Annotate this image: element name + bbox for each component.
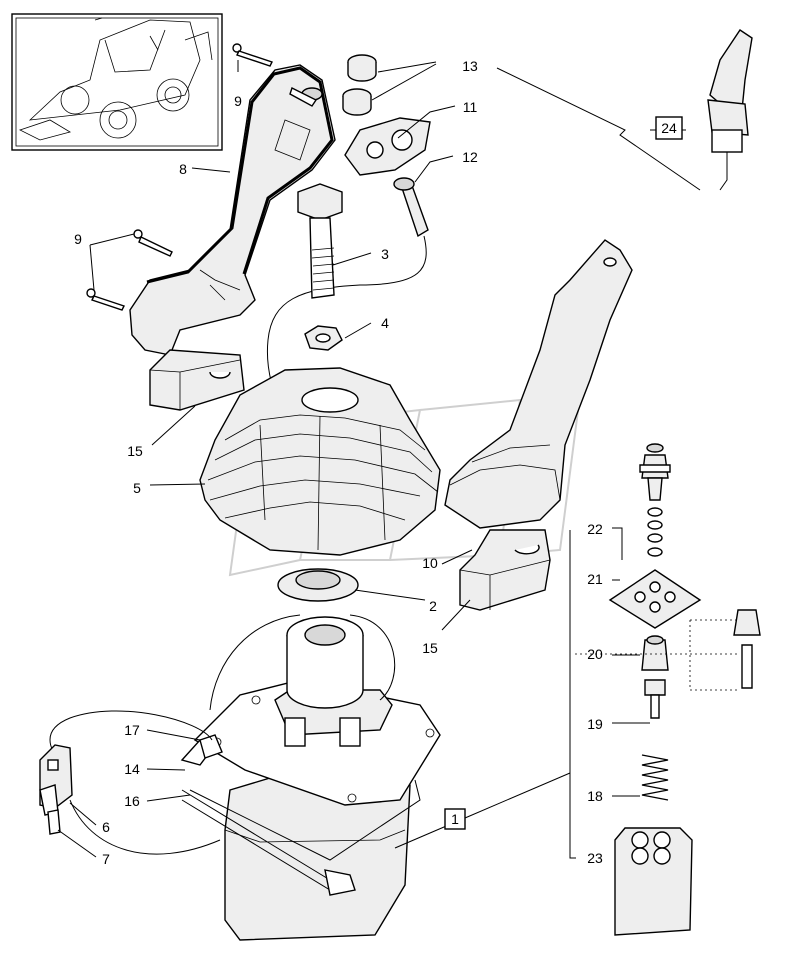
label-24: 24 bbox=[661, 120, 677, 136]
seal-rings-22 bbox=[647, 507, 663, 557]
label-19: 19 bbox=[587, 716, 603, 732]
box-1 bbox=[444, 808, 466, 830]
washer-2 bbox=[277, 568, 359, 602]
label-10: 10 bbox=[422, 555, 438, 571]
wiring-harness bbox=[49, 710, 421, 896]
screw-9-top bbox=[232, 43, 273, 67]
plate-21 bbox=[608, 569, 702, 629]
backhoe-loader-inset bbox=[11, 13, 223, 151]
label-15-left: 15 bbox=[127, 443, 143, 459]
label-23: 23 bbox=[587, 850, 603, 866]
spring-18 bbox=[641, 754, 669, 801]
label-11: 11 bbox=[463, 99, 478, 115]
handle-half-10 bbox=[444, 239, 633, 529]
label-1: 1 bbox=[451, 811, 459, 827]
block-15-left bbox=[149, 349, 245, 411]
bolt-3 bbox=[297, 183, 343, 299]
valve-body-1 bbox=[193, 614, 441, 941]
label-20: 20 bbox=[587, 646, 603, 662]
label-8: 8 bbox=[179, 161, 187, 177]
label-7: 7 bbox=[102, 851, 110, 867]
cap-13-a bbox=[347, 54, 377, 82]
label-4: 4 bbox=[381, 315, 389, 331]
boxed-labels: 24 1 bbox=[444, 116, 683, 830]
guide-block-23 bbox=[614, 827, 693, 936]
label-9-mid: 9 bbox=[74, 231, 82, 247]
label-5: 5 bbox=[133, 480, 141, 496]
plunger-20 bbox=[641, 635, 669, 671]
label-14: 14 bbox=[124, 761, 140, 777]
label-12: 12 bbox=[462, 149, 478, 165]
guide-20-right bbox=[733, 609, 761, 689]
screw-9-mid bbox=[133, 229, 173, 257]
label-21: 21 bbox=[587, 571, 603, 587]
label-17: 17 bbox=[124, 722, 140, 738]
label-2: 2 bbox=[429, 598, 437, 614]
label-3: 3 bbox=[381, 246, 389, 262]
label-16: 16 bbox=[124, 793, 140, 809]
joystick-24 bbox=[707, 29, 753, 191]
nut-4 bbox=[304, 325, 343, 351]
cover-plate-11 bbox=[344, 117, 431, 176]
cap-13-b bbox=[342, 88, 372, 116]
part-labels: 13 11 12 9 9 8 3 4 15 5 10 2 15 22 21 20… bbox=[74, 58, 603, 867]
label-9-top: 9 bbox=[234, 93, 242, 109]
label-22: 22 bbox=[587, 521, 603, 537]
block-15-right bbox=[459, 529, 551, 611]
pin-19 bbox=[644, 679, 666, 719]
label-6: 6 bbox=[102, 819, 110, 835]
screw-9-low bbox=[86, 288, 125, 311]
leader-lines bbox=[57, 60, 740, 859]
connector-6 bbox=[39, 744, 73, 816]
label-13: 13 bbox=[462, 58, 478, 74]
label-18: 18 bbox=[587, 788, 603, 804]
rubber-boot-5 bbox=[199, 367, 441, 556]
label-15-right: 15 bbox=[422, 640, 438, 656]
fitting-22 bbox=[639, 443, 671, 501]
box-24 bbox=[655, 116, 683, 140]
